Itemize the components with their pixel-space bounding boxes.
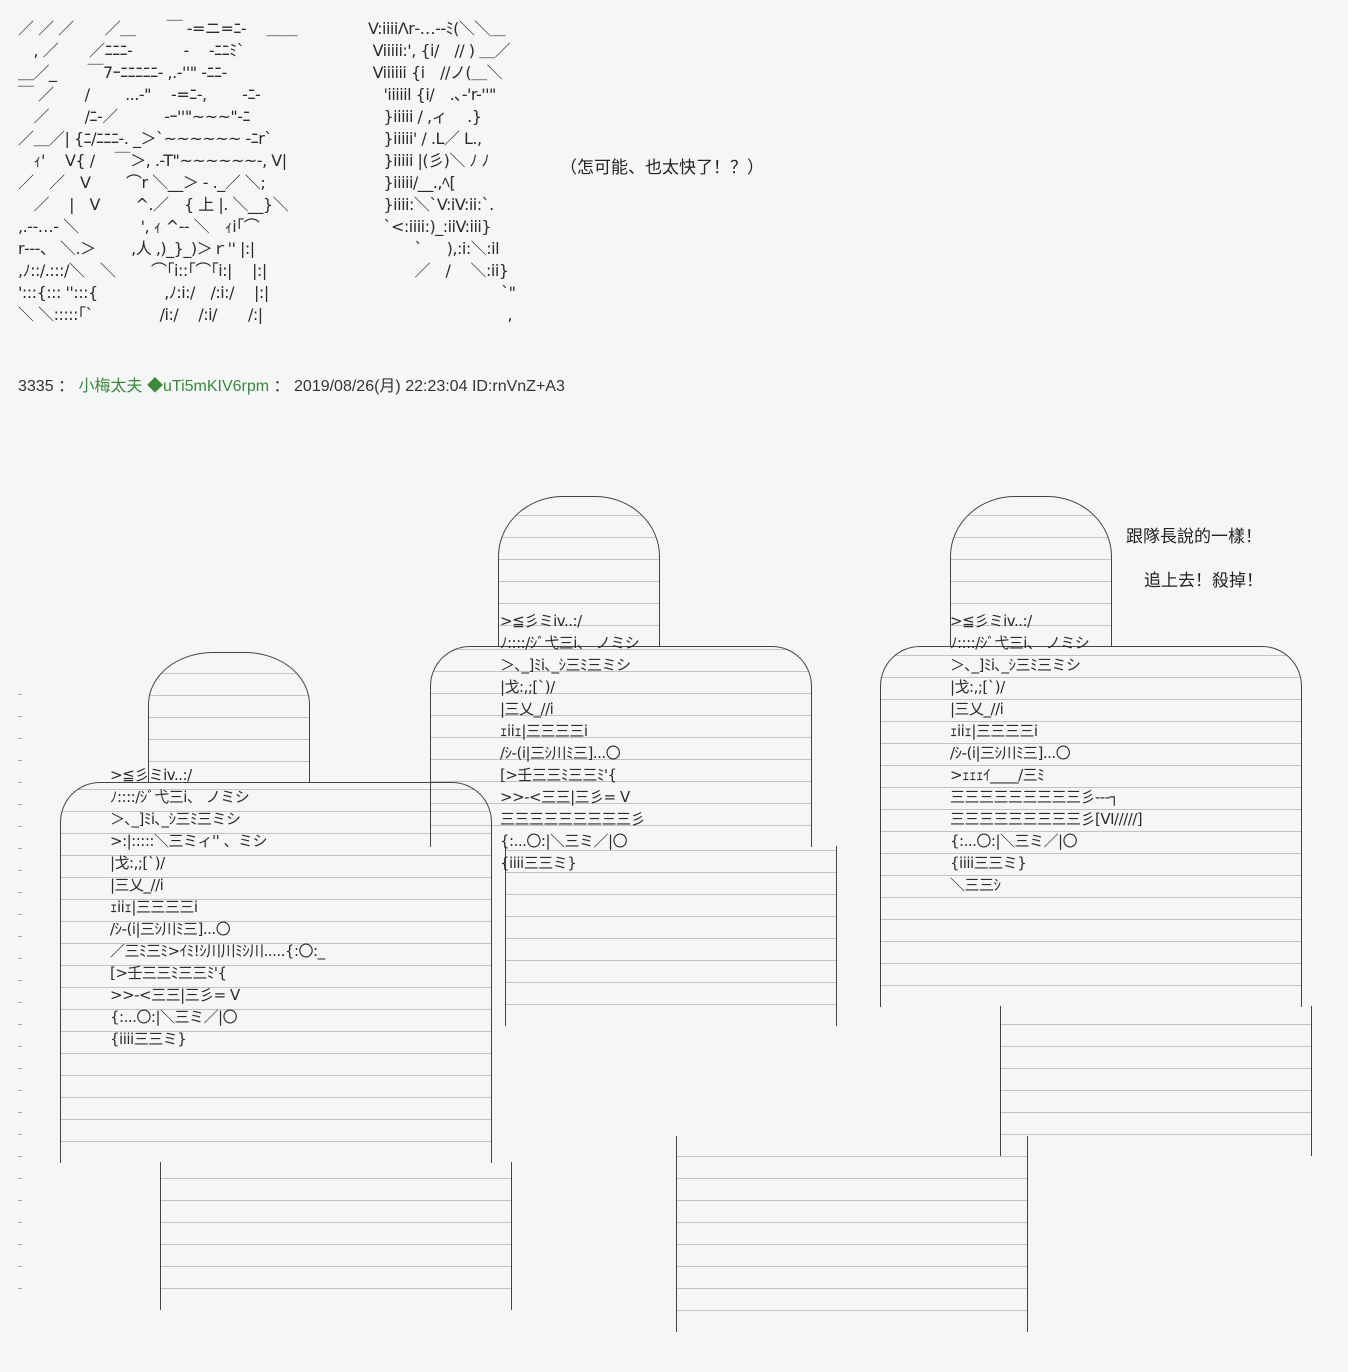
figure-middle-text-line: ﾉ::::/ｼﾞ弋三i、 ノミシ (500, 634, 640, 652)
ascii-top-left-line: ￣ ／ / ...-" -=ﾆ-, -ﾆ- (18, 85, 261, 104)
figure-left-text-line: ｪiiｪ|三三三三i (110, 898, 198, 916)
ascii-top-right-line: }iiiii/__.,ﾍ[ (368, 173, 456, 192)
figure-right-text-line: ＞､_]ﾐi､_ｼ三ﾐ三ミシ (950, 656, 1081, 674)
ascii-top-right-line: `<:iiii:)_:iiV:iii} (368, 217, 492, 236)
ascii-top-right-line: }iiiii' / .L／ L., (368, 129, 483, 148)
ascii-top-left-line: ':::{::: '':::{ ,ﾉ:i:/ /:i:/ |:| (18, 283, 269, 302)
figure-left-text-line: ＞､_]ﾐi､_ｼ三ﾐ三ミシ (110, 810, 241, 828)
figure-right-text-line: {iiii三三ミ} (950, 854, 1027, 872)
figure-right-text-line: 三三三三三三三三三彡[VI/////] (950, 810, 1143, 828)
figure-middle-body (430, 646, 812, 847)
ascii-top-left-line: ＿／_ ￣7ｰﾆﾆﾆﾆﾆ- ,.-''" -ﾆﾆ- (18, 63, 227, 82)
figure-left-text-line: ／三ﾐ三ﾐ>ｲﾐ!ｼ川川ﾐｼ川.....{:〇:_ (110, 942, 325, 960)
figure-middle-legs (676, 1136, 1028, 1332)
ascii-top-left-line: ／＿／| {ﾆ/ﾆﾆﾆ-. _＞`~~~~~~ -ﾆr` (18, 129, 272, 148)
post-header: 3335 ： 小梅太夫 ◆uTi5mKIV6rpm ： 2019/08/26(月… (18, 372, 565, 396)
speech-right-1: 跟隊長說的一樣！ (1126, 527, 1262, 547)
figure-left-text-line: /ｼ-(i|三ｼ川ﾐ三]...〇 (110, 920, 231, 938)
figure-right-text-line: |戈:,;[`)/ (950, 678, 1005, 696)
figure-middle-text-line: >≦彡ミiv..:/ (500, 612, 582, 630)
ascii-top-right-line: 'iiiiil {i/ .､-'r-''" (368, 85, 497, 104)
ascii-top-left-line: ／ ／ ／ ／＿ ￣ -=ニ=ﾆ- ＿＿ (18, 19, 298, 38)
ascii-top-right-line: Viiiiii {i //ノ(＿＼ (368, 63, 503, 82)
figure-right-lower (1000, 1006, 1312, 1156)
figure-right-text: >≦彡ミiv..:/ﾉ::::/ｼﾞ弋三i、 ノミシ＞､_]ﾐi､_ｼ三ﾐ三ミシ… (950, 610, 1143, 896)
figure-middle-lower (505, 846, 837, 1026)
figure-left-head (148, 652, 310, 783)
post-number: 3335 (18, 378, 54, 395)
ascii-top-left-line: ／ /ﾆ-／ -ｰ''"~~~"-ﾆ (18, 107, 251, 126)
figure-right-text-line: |三乂_//i (950, 700, 1004, 718)
figure-right-head (950, 496, 1112, 647)
left-margin-dots (18, 680, 22, 1310)
figure-middle-text-line: {:...〇:|＼三ミ／|〇 (500, 832, 628, 850)
ascii-top-right-line: `" (368, 283, 516, 302)
post-colon-2: ： (273, 378, 290, 395)
figure-right-text-line: ＼三三ｼ (950, 876, 1001, 894)
ascii-top-right-line: ` ),:i:＼:il (368, 239, 500, 258)
figure-right-text-line: 三三三三三三三三三彡---┐ (950, 788, 1119, 806)
figure-right-text-line: >ｪｪｪｲ____/三ﾐ (950, 766, 1045, 784)
figure-middle-text-line: {iiii三三ミ} (500, 854, 577, 872)
figure-middle-head (498, 496, 660, 647)
figure-left-text-line: |三乂_//i (110, 876, 164, 894)
post-date: 2019/08/26(月) 22:23:04 (294, 378, 468, 395)
figure-middle-text: >≦彡ミiv..:/ﾉ::::/ｼﾞ弋三i、 ノミシ＞､_]ﾐi､_ｼ三ﾐ三ミシ… (500, 610, 646, 874)
ascii-top-left-line: r‐‐-、 ＼.＞ ,人 ,)_}_)＞ｒ'' |:| (18, 239, 255, 258)
ascii-top-right-line: }iiiii / ,ィ .} (368, 107, 482, 126)
figure-middle-text-line: ＞､_]ﾐi､_ｼ三ﾐ三ミシ (500, 656, 631, 674)
figure-left-legs (160, 1162, 512, 1310)
figure-right-text-line: /ｼ-(i|三ｼ川ﾐ三]...〇 (950, 744, 1071, 762)
ascii-top-right-line: ／ / ＼:ii} (368, 261, 509, 280)
post-id: ID:rnVnZ+A3 (471, 378, 565, 395)
figure-middle-text-line: [>壬三三ﾐ三三ﾐ'{ (500, 766, 617, 784)
figure-left-text-line: |戈:,;[`)/ (110, 854, 165, 872)
speech-right-2: 追上去！殺掉！ (1144, 571, 1263, 591)
figure-middle-text-line: /ｼ-(i|三ｼ川ﾐ三]...〇 (500, 744, 621, 762)
ascii-top-left-line: ｨ' V{ / ￣＞, .-T"~~~~~~-, V| (18, 151, 288, 170)
figure-middle-text-line: ｪiiｪ|三三三三i (500, 722, 588, 740)
ascii-art-top-left: ／ ／ ／ ／＿ ￣ -=ニ=ﾆ- ＿＿ , ／ ／ﾆﾆﾆ- - -ﾆﾆﾐ` ＿／… (18, 18, 298, 326)
ascii-art-top-right: V:iiiiΛr‐…‐-ﾐ(＼＼＿ Viiiii:', {i/ // ) ＿／ … (368, 18, 516, 326)
post-tripcode: ◆uTi5mKIV6rpm (146, 378, 270, 395)
ascii-top-left-line: ＼ ＼:::::｢` /i:/ /:i/ /:| (18, 305, 263, 324)
figure-left-text: >≦彡ミiv..:/ﾉ::::/ｼﾞ弋三i、 ノミシ＞､_]ﾐi､_ｼ三ﾐ三ミシ… (110, 764, 325, 1050)
ascii-top-right-line: Viiiii:', {i/ // ) ＿／ (368, 41, 511, 60)
figure-right-text-line: {:...〇:|＼三ミ／|〇 (950, 832, 1078, 850)
figure-middle-text-line: >>-<三三|三彡= V (500, 788, 630, 806)
ascii-top-right-line: }iiiii |(彡)＼ ﾉ ﾉ (368, 151, 490, 170)
ascii-top-right-line: V:iiiiΛr‐…‐-ﾐ(＼＼＿ (368, 19, 506, 38)
figure-right-text-line: >≦彡ミiv..:/ (950, 612, 1032, 630)
ascii-top-right-line: , (368, 305, 513, 324)
figure-right-text-line: ﾉ::::/ｼﾞ弋三i、 ノミシ (950, 634, 1090, 652)
figure-middle-text-line: 三三三三三三三三三彡 (500, 810, 646, 828)
figure-left-body (60, 782, 492, 1163)
figure-left-text-line: {iiii三三ミ} (110, 1030, 187, 1048)
speech-top: （怎可能、也太快了！？） (560, 158, 764, 178)
ascii-top-left-line: , ／ ／ﾆﾆﾆ- - -ﾆﾆﾐ` (18, 41, 245, 60)
ascii-top-left-line: ／ | V ^.／ { 上 |. ＼__}＼ (18, 195, 289, 214)
figure-left-text-line: [>壬三三ﾐ三三ﾐ'{ (110, 964, 227, 982)
figure-right-text-line: ｪiiｪ|三三三三i (950, 722, 1038, 740)
figure-middle-text-line: |戈:,;[`)/ (500, 678, 555, 696)
figure-left-text-line: >:|:::::＼三ミィ'' 、ミシ (110, 832, 267, 850)
figure-left-text-line: >≦彡ミiv..:/ (110, 766, 192, 784)
post-author-name[interactable]: 小梅太夫 (78, 378, 143, 395)
ascii-top-left-line: ／ ／ V ⌒r ＼__＞ - ._／ ＼; (18, 173, 266, 192)
figure-left-text-line: ﾉ::::/ｼﾞ弋三i、 ノミシ (110, 788, 250, 806)
figure-left-text-line: >>-<三三|三彡= V (110, 986, 240, 1004)
post-colon-1: ： (58, 378, 75, 395)
ascii-top-right-line: }iiii:＼`V:iV:ii:`. (368, 195, 495, 214)
ascii-top-left-line: ,.-‐…- ＼ ', ｨ ^-‐ ＼ ｨi｢⌒ (18, 217, 260, 236)
ascii-top-left-line: ,ﾉ::/.:::/＼ ＼ ⌒｢i::｢⌒｢i:| |:| (18, 261, 267, 280)
figure-right-body (880, 646, 1302, 1007)
figure-middle-text-line: |三乂_//i (500, 700, 554, 718)
figure-left-text-line: {:...〇:|＼三ミ／|〇 (110, 1008, 238, 1026)
